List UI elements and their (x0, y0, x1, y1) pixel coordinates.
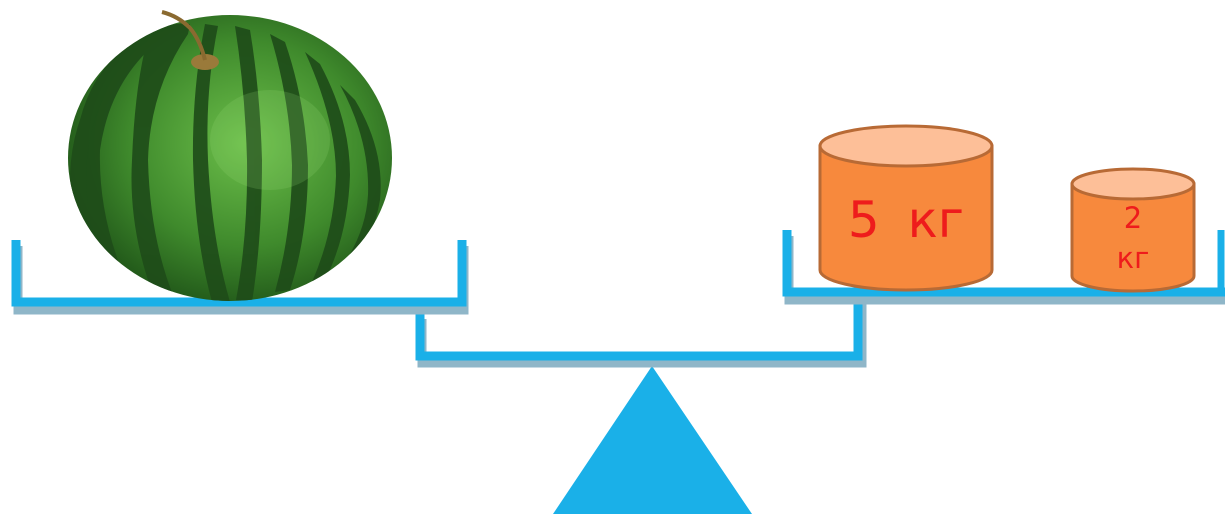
watermelon-icon (68, 10, 392, 301)
fulcrum-triangle (553, 366, 752, 514)
weight-5kg-unit: кг (908, 191, 964, 249)
weight-5kg: 5 кг (818, 124, 994, 292)
right-pan (782, 230, 1225, 305)
weight-2kg: 2 кг (1070, 167, 1196, 293)
weight-2kg-value: 2 (1124, 201, 1142, 235)
left-pan (11, 240, 469, 315)
balance-beam (415, 296, 867, 368)
weight-5kg-value: 5 (848, 191, 880, 249)
weight-5kg-label: 5 кг (848, 191, 964, 249)
weight-2kg-unit: кг (1117, 241, 1150, 275)
